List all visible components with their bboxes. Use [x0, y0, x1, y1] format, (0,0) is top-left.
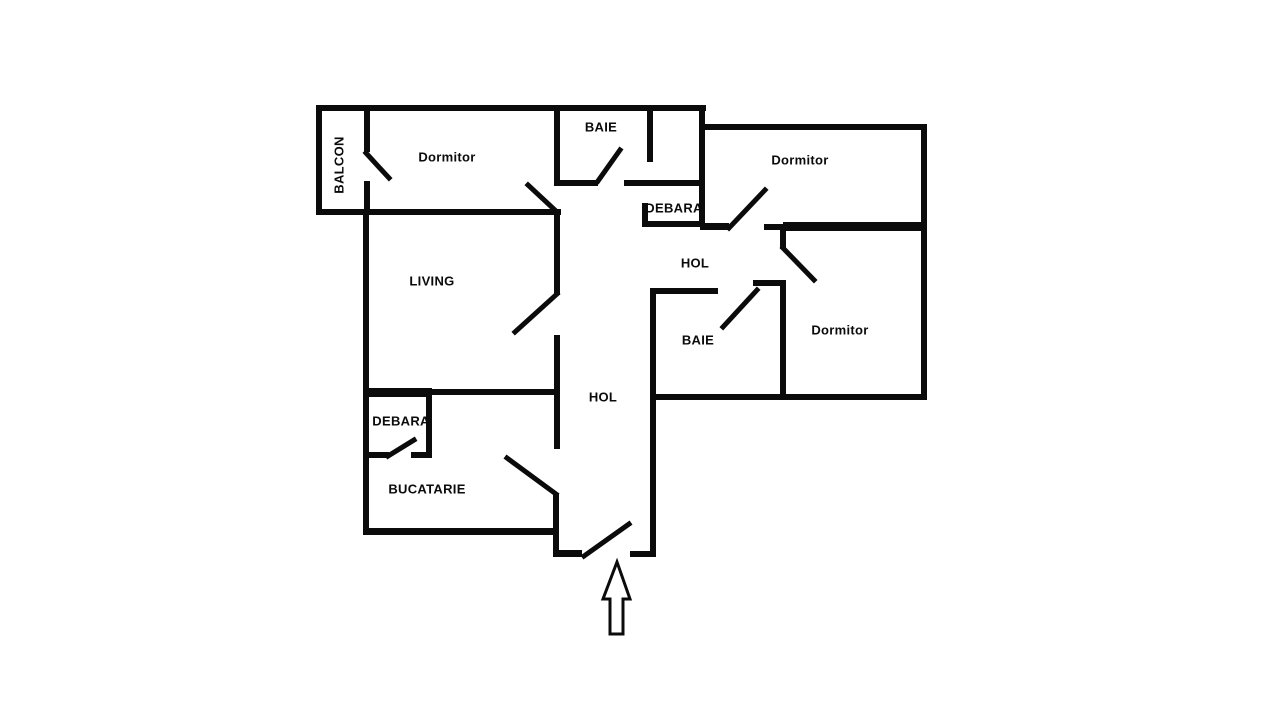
wall	[647, 105, 653, 162]
room-label-hol-2: HOL	[588, 389, 618, 405]
wall	[364, 181, 370, 215]
door-swing	[594, 146, 624, 185]
wall	[764, 224, 784, 230]
wall	[553, 493, 559, 557]
door-swing	[725, 186, 769, 232]
wall	[642, 203, 648, 227]
room-label-balcon: BALCON	[331, 136, 347, 194]
room-label-baie-1: BAIE	[584, 119, 618, 135]
door-swing	[779, 244, 818, 284]
wall	[780, 280, 786, 397]
wall	[554, 209, 560, 295]
room-label-dormitor-1: Dormitor	[418, 149, 476, 165]
wall	[363, 389, 560, 395]
wall	[630, 551, 656, 557]
wall	[650, 288, 718, 294]
room-label-dormitor-3: Dormitor	[811, 322, 869, 338]
wall	[363, 528, 558, 535]
door-swing	[384, 436, 418, 460]
wall	[780, 229, 786, 249]
wall	[363, 209, 369, 535]
wall	[921, 124, 927, 400]
wall	[426, 393, 432, 458]
wall	[753, 280, 786, 286]
wall	[316, 105, 322, 215]
wall	[650, 394, 927, 400]
wall	[783, 222, 927, 231]
wall	[624, 180, 705, 186]
wall	[642, 221, 705, 227]
wall	[411, 452, 432, 458]
wall	[316, 105, 706, 111]
room-label-debara-1: DEBARA	[645, 200, 703, 216]
room-label-baie-2: BAIE	[681, 332, 715, 348]
door-swing	[511, 290, 561, 336]
room-label-debara-2: DEBARA	[372, 413, 430, 429]
door-swing	[524, 181, 561, 216]
room-label-living: LIVING	[409, 273, 455, 289]
wall	[556, 180, 598, 186]
door-swing	[580, 520, 633, 560]
door-swing	[362, 149, 393, 182]
room-label-bucatarie: BUCATARIE	[388, 481, 466, 497]
wall	[699, 105, 705, 227]
room-label-dormitor-2: Dormitor	[771, 152, 829, 168]
room-label-hol-1: HOL	[680, 255, 710, 271]
wall	[366, 388, 432, 397]
door-swing	[503, 454, 560, 498]
wall	[363, 452, 389, 458]
wall	[364, 105, 370, 152]
wall	[554, 335, 560, 449]
wall	[703, 124, 927, 130]
wall	[316, 209, 561, 215]
door-swing	[719, 286, 761, 331]
wall	[650, 290, 656, 557]
wall	[554, 105, 560, 186]
entrance-arrow	[600, 557, 633, 636]
wall	[557, 550, 582, 557]
wall	[700, 223, 729, 230]
